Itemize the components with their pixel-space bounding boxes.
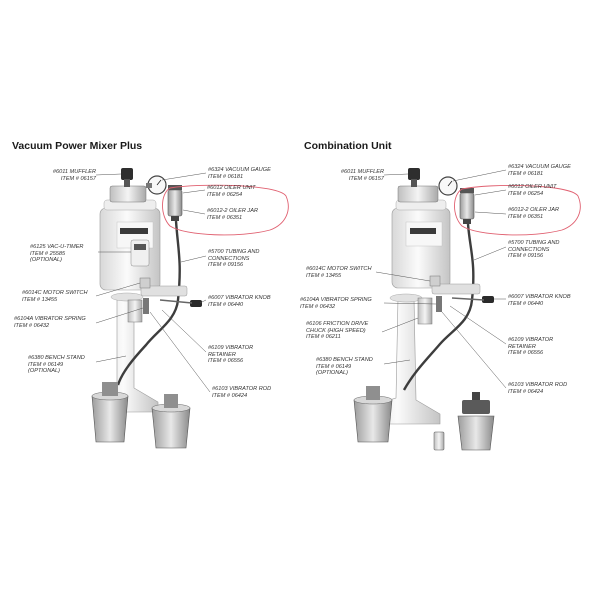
left-label-vibrator-spring: #6104A VIBRATOR SPRING ITEM # 06432 (14, 316, 86, 329)
right-label-vibrator-spring: #6104A VIBRATOR SPRING ITEM # 06432 (300, 297, 372, 310)
left-label-vibrator-retainer: #6109 VIBRATOR RETAINER ITEM # 06556 (208, 345, 254, 365)
right-machine (353, 168, 495, 451)
right-high-speed-bowl (457, 415, 495, 451)
left-label-motor-switch: #6014C MOTOR SWITCH ITEM # 13455 (22, 290, 88, 303)
left-leader-lines (95, 172, 211, 393)
right-mixing-bowl (353, 399, 393, 443)
right-label-vibrator-retainer: #6109 VIBRATOR RETAINER ITEM # 06556 (508, 337, 554, 357)
right-label-muffler: #6011 MUFFLER ITEM # 06157 (340, 169, 384, 182)
right-label-tubing: #5700 TUBING AND CONNECTIONS ITEM # 0915… (508, 240, 560, 260)
right-label-bench-stand: #6380 BENCH STAND ITEM # 06149 (OPTIONAL… (316, 357, 373, 377)
right-tubing (402, 223, 475, 391)
left-oiler-jar (167, 189, 183, 217)
right-label-vibrator-rod: #6103 VIBRATOR ROD ITEM # 06424 (508, 382, 568, 395)
right-vibrator-knob (482, 296, 494, 303)
right-accessory-cap (433, 431, 445, 451)
left-label-vac-u-timer: #6125 VAC-U-TIMER ITEM # 25585 (OPTIONAL… (30, 244, 84, 264)
right-muffler (408, 168, 420, 180)
left-vibrator-knob (190, 300, 202, 307)
left-oiler-highlight (162, 184, 289, 236)
right-label-motor-switch: #6014C MOTOR SWITCH ITEM # 13455 (306, 266, 372, 279)
left-label-muffler: #6011 MUFFLER ITEM # 06157 (52, 169, 96, 182)
left-machine (91, 168, 202, 449)
left-label-tubing: #5700 TUBING AND CONNECTIONS ITEM # 0915… (208, 249, 260, 269)
right-leader-lines (375, 169, 507, 389)
right-label-vibrator-knob: #6007 VIBRATOR KNOB ITEM # 06440 (508, 294, 571, 307)
right-panel-title: Combination Unit (304, 140, 392, 152)
left-mixing-bowl-2 (151, 407, 191, 449)
left-mixing-bowl-1 (91, 395, 129, 443)
left-label-vacuum-gauge: #6324 VACUUM GAUGE ITEM # 06181 (208, 167, 271, 180)
right-oiler-highlight (454, 184, 581, 236)
right-label-friction-drive: #6106 FRICTION DRIVE CHUCK (HIGH SPEED) … (306, 321, 369, 341)
left-panel-title: Vacuum Power Mixer Plus (12, 140, 143, 152)
left-muffler (121, 168, 133, 180)
left-label-vibrator-rod: #6103 VIBRATOR ROD ITEM # 06424 (212, 386, 272, 399)
left-label-oiler-jar: #6012-2 OILER JAR ITEM # 06351 (207, 208, 258, 221)
right-label-oiler-jar: #6012-2 OILER JAR ITEM # 06351 (508, 207, 559, 220)
left-label-bench-stand: #6380 BENCH STAND ITEM # 06149 (OPTIONAL… (28, 355, 85, 375)
left-vac-u-timer (130, 239, 150, 267)
right-oiler-jar (459, 192, 475, 220)
left-label-vibrator-knob: #6007 VIBRATOR KNOB ITEM # 06440 (208, 295, 271, 308)
left-tubing (116, 220, 181, 386)
right-label-vacuum-gauge: #6324 VACUUM GAUGE ITEM # 06181 (508, 164, 571, 177)
left-label-oiler-unit: #6012 OILER UNIT ITEM # 06254 (207, 185, 256, 198)
left-motor-body (99, 207, 161, 291)
right-label-oiler-unit: #6012 OILER UNIT ITEM # 06254 (508, 184, 557, 197)
